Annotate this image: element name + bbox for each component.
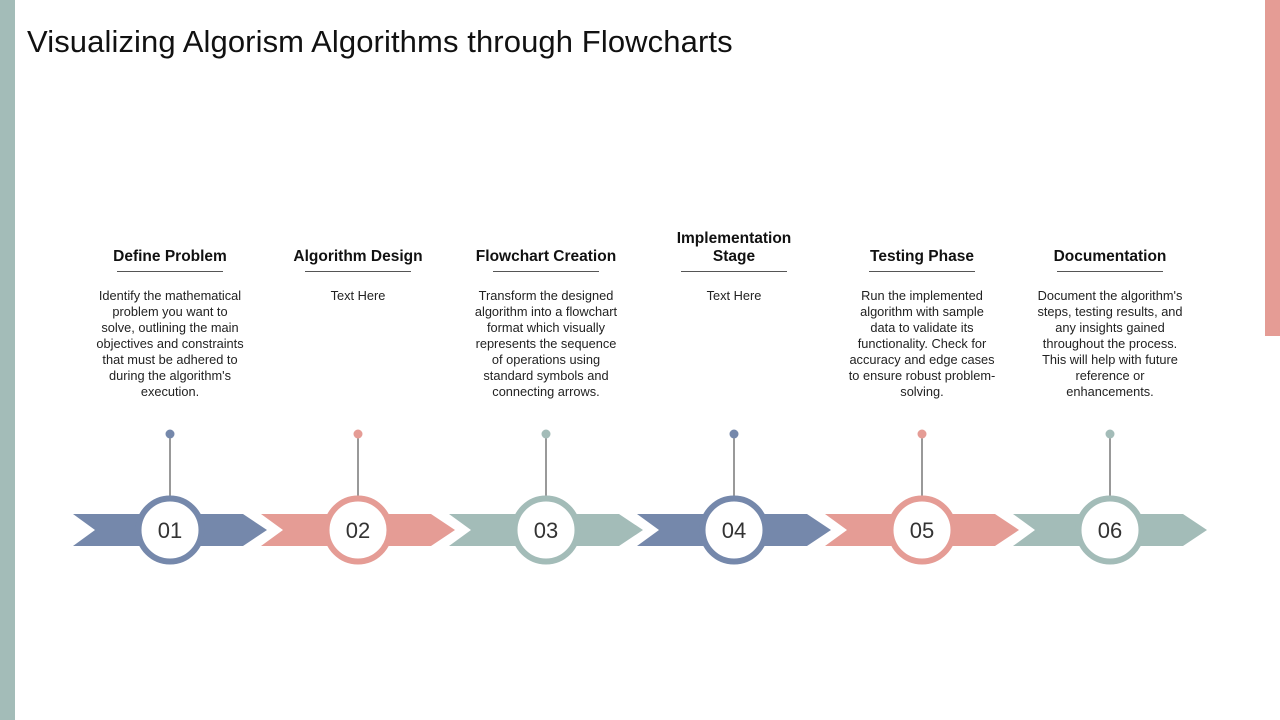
step-description: Transform the designed algorithm into a … (474, 288, 618, 399)
step-number: 01 (158, 518, 182, 543)
step-heading: Define Problem (113, 248, 227, 265)
step-description: Text Here (706, 288, 762, 303)
page-title: Visualizing Algorism Algorithms through … (27, 24, 733, 59)
step-connector-dot (729, 429, 739, 439)
step-number: 03 (534, 518, 558, 543)
step-connector-dot (917, 429, 927, 439)
step-number-circle (323, 495, 393, 565)
step-divider (869, 271, 975, 272)
step-heading: Documentation (1053, 248, 1167, 265)
step-connector-dot (353, 429, 363, 439)
step-number: 04 (722, 518, 746, 543)
step-description: Text Here (330, 288, 386, 303)
step-number: 06 (1098, 518, 1122, 543)
step-divider (117, 271, 223, 272)
step-divider (493, 271, 599, 272)
step-connector-dot (165, 429, 175, 439)
step-number-circle (511, 495, 581, 565)
step-heading: Algorithm Design (293, 248, 423, 265)
step-number-circle (887, 495, 957, 565)
step-number: 02 (346, 518, 370, 543)
step-number: 05 (910, 518, 934, 543)
step-number-circle (699, 495, 769, 565)
step-connector-dot (1105, 429, 1115, 439)
step-connector-dot (541, 429, 551, 439)
step-heading: Implementation Stage (676, 230, 792, 265)
left-accent-bar (0, 0, 15, 720)
step-number-circle (135, 495, 205, 565)
step-number-circle (1075, 495, 1145, 565)
step-divider (305, 271, 411, 272)
step-description: Identify the mathematical problem you wa… (96, 288, 244, 399)
step-heading: Testing Phase (870, 248, 974, 265)
step-description: Run the implemented algorithm with sampl… (848, 288, 996, 399)
right-accent-bar (1265, 0, 1280, 336)
step-heading: Flowchart Creation (475, 248, 617, 265)
step-description: Document the algorithm's steps, testing … (1037, 288, 1183, 399)
step-divider (1057, 271, 1163, 272)
step-divider (681, 271, 787, 272)
